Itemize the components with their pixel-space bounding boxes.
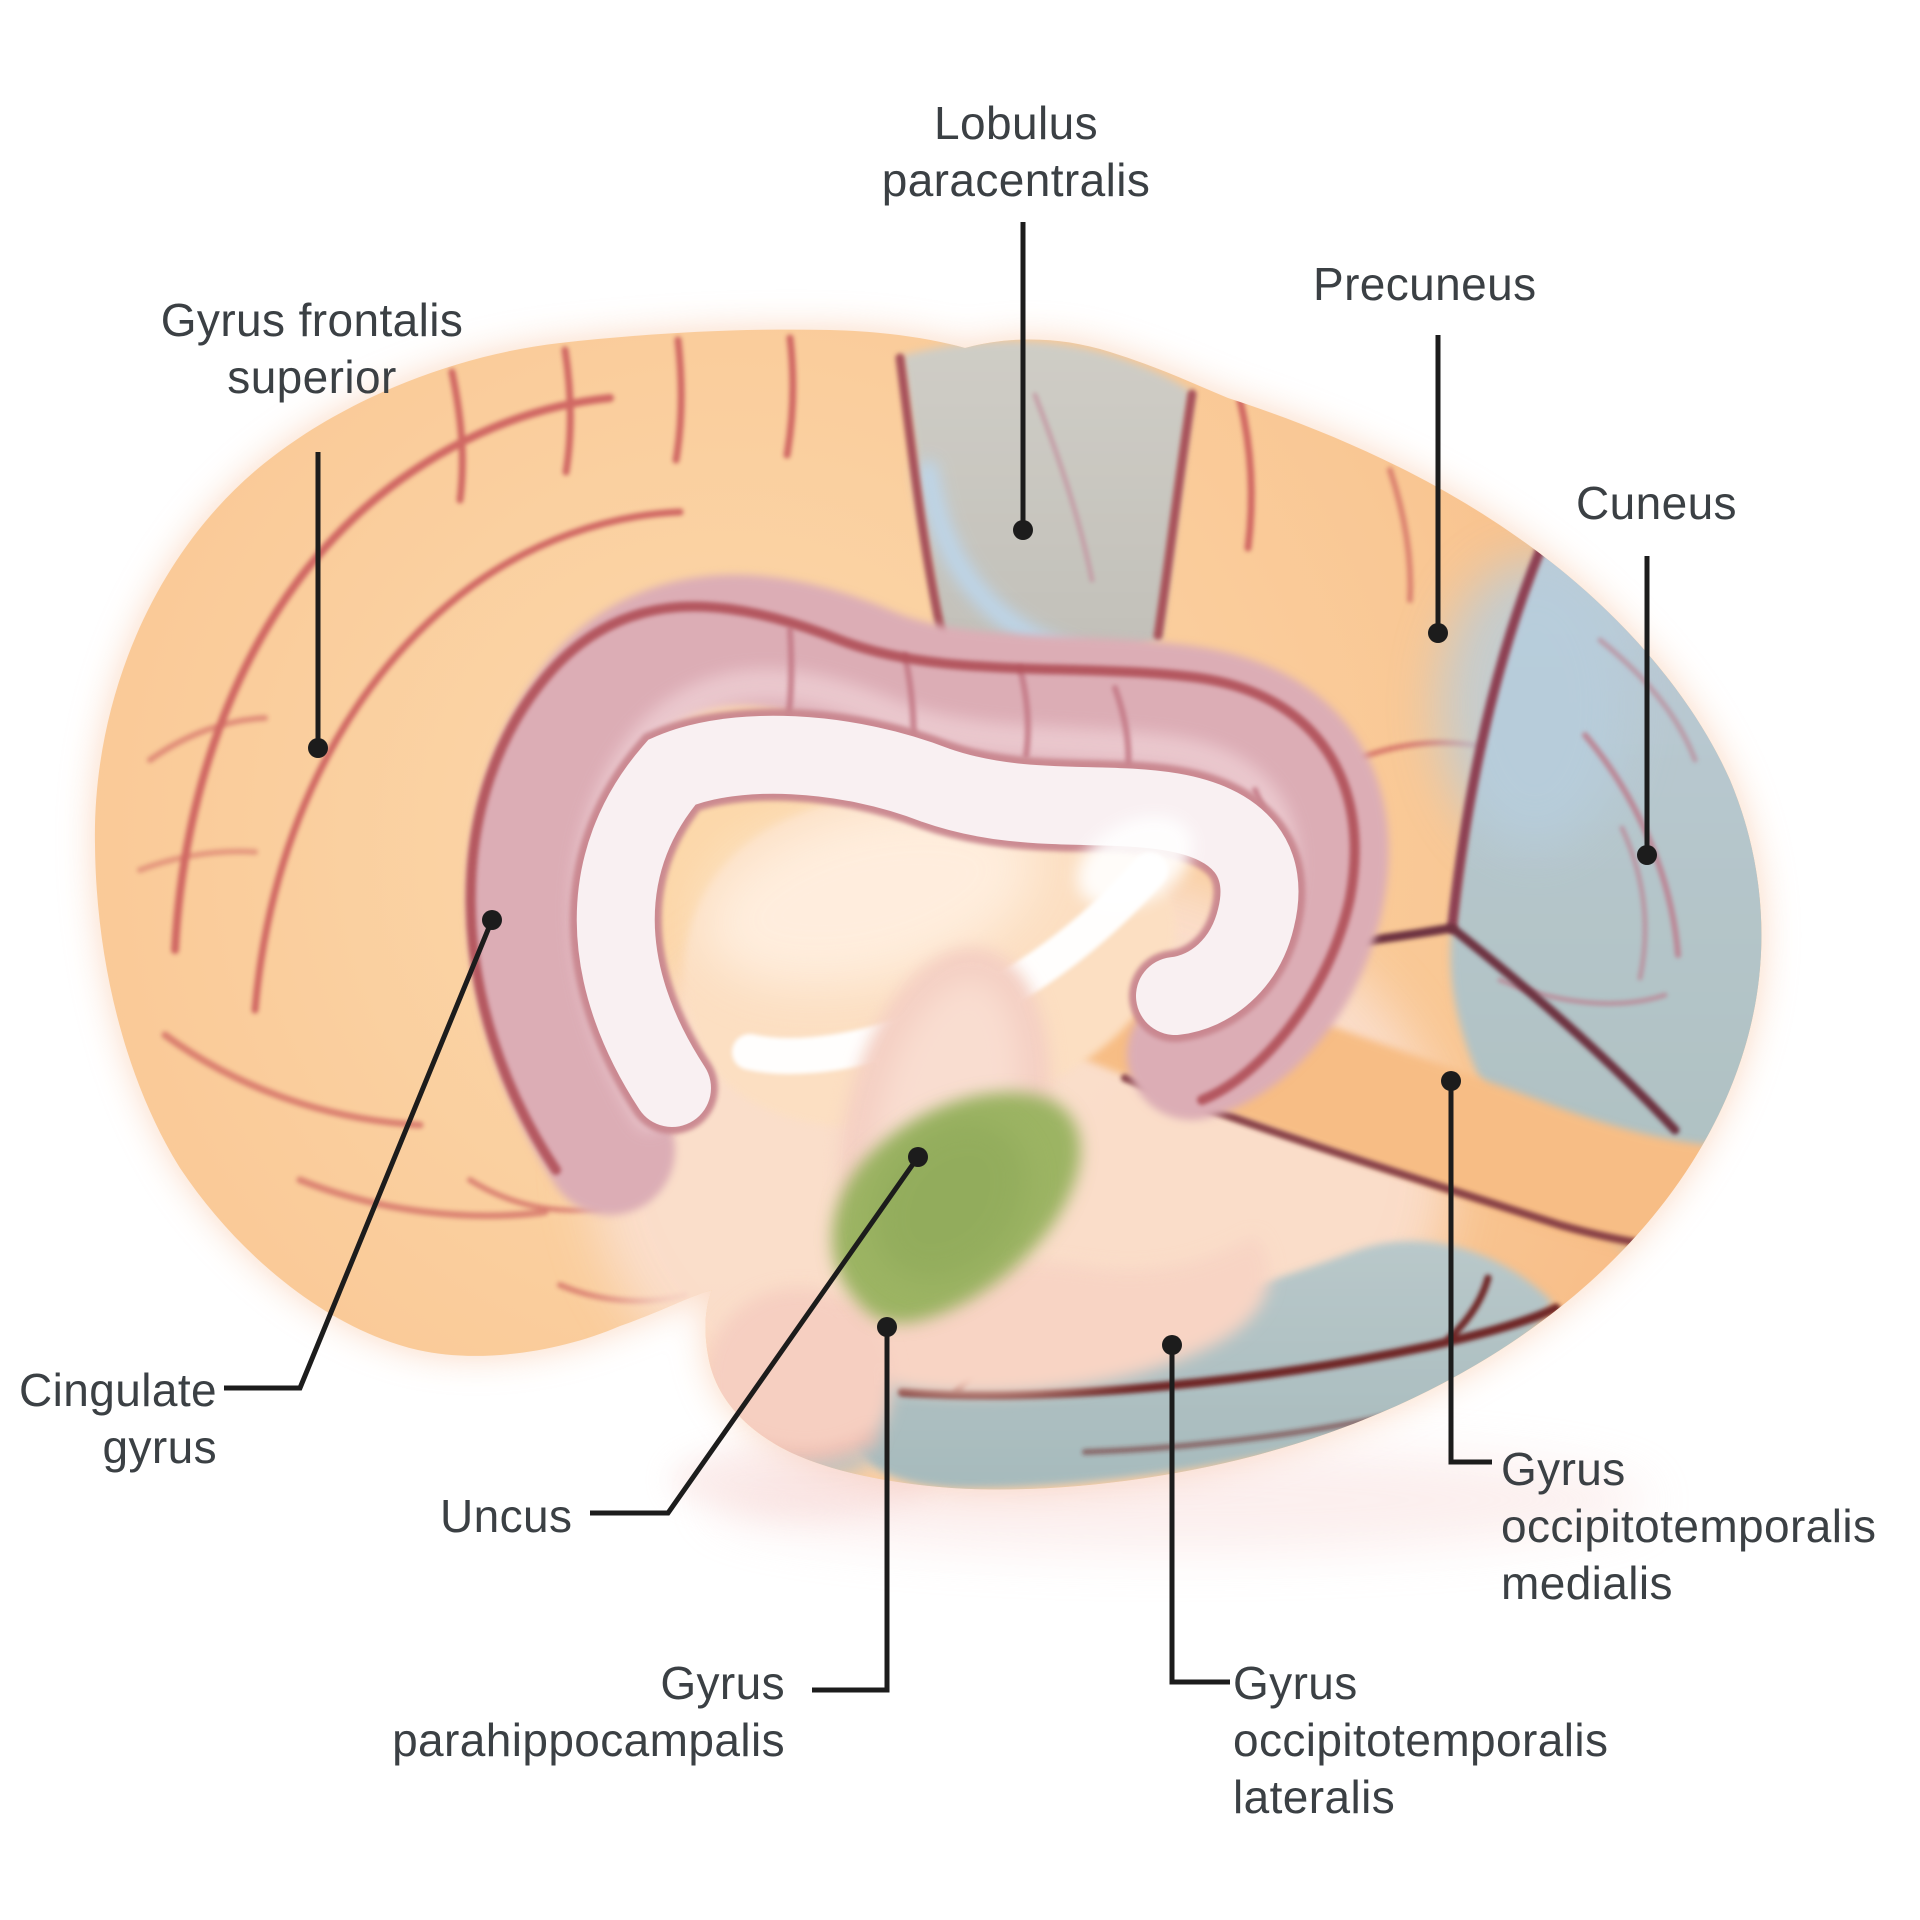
leader-gyrus-occipitotemporalis-lateralis bbox=[1162, 1335, 1230, 1685]
sulcus-line bbox=[147, 715, 268, 763]
label-lobulus-paracentralis: Lobulus paracentralis bbox=[881, 97, 1151, 206]
temporal-sulcus bbox=[897, 1303, 1561, 1400]
sulcus-line bbox=[672, 336, 685, 464]
occipital-sulcus bbox=[1597, 637, 1698, 763]
sulcus-line bbox=[561, 346, 574, 476]
sulcus-line bbox=[1387, 467, 1414, 603]
pointer-dot bbox=[308, 738, 328, 758]
sulcus-line bbox=[171, 394, 614, 954]
leader-lobulus-paracentralis bbox=[1013, 222, 1033, 540]
central-sulcus-tick bbox=[1032, 392, 1095, 583]
leader-gyrus-parahippocampalis bbox=[812, 1317, 897, 1693]
label-gyrus-occipitotemporalis-medialis: Gyrus occipitotemporalis medialis bbox=[1501, 1443, 1877, 1609]
label-uncus: Uncus bbox=[440, 1490, 573, 1542]
label-gyrus-occipitotemporalis-lateralis: Gyrus occipitotemporalis lateralis bbox=[1233, 1657, 1609, 1823]
label-cuneus: Cuneus bbox=[1576, 477, 1737, 529]
sulcus-line bbox=[1236, 396, 1255, 552]
occipital-blue-patch bbox=[1440, 560, 1630, 850]
sulcus-line bbox=[783, 334, 797, 459]
cingulate-sulcus bbox=[465, 601, 1360, 1175]
cingulate-band bbox=[467, 574, 1389, 1215]
corpus-callosum bbox=[569, 708, 1306, 1134]
sulcus-line bbox=[448, 368, 466, 504]
leader-cuneus bbox=[1637, 556, 1657, 865]
label-gyrus-parahippocampalis: Gyrus parahippocampalis bbox=[392, 1657, 785, 1766]
pointer-dot bbox=[1428, 623, 1448, 643]
leader-gyrus-occipitotemporalis-medialis bbox=[1441, 1071, 1492, 1465]
cingulate-tick bbox=[785, 627, 795, 723]
sulcus-line bbox=[296, 1176, 549, 1220]
pointer-dot bbox=[877, 1317, 897, 1337]
pointer-dot bbox=[908, 1147, 928, 1167]
pointer-dot bbox=[1441, 1071, 1461, 1091]
cingulate-tick bbox=[1017, 665, 1031, 759]
leader-line bbox=[224, 919, 495, 1391]
pointer-dot bbox=[1162, 1335, 1182, 1355]
pointer-dot bbox=[1637, 845, 1657, 865]
sulcus-line bbox=[161, 1031, 424, 1129]
lobulus-paracentralis-region bbox=[895, 341, 1197, 671]
leader-gyrus-frontalis-superior bbox=[308, 452, 328, 758]
paracentral-right-sulcus bbox=[1153, 389, 1197, 641]
leader-line bbox=[1169, 1345, 1230, 1685]
leader-line bbox=[812, 1327, 890, 1693]
label-precuneus: Precuneus bbox=[1313, 258, 1537, 310]
sulcus-line bbox=[137, 848, 258, 873]
label-gyrus-frontalis-superior: Gyrus frontalis superior bbox=[160, 294, 464, 403]
occipital-sulcus bbox=[1619, 825, 1648, 981]
temporal-gray bbox=[848, 1240, 1552, 1489]
paracentral-gray bbox=[902, 341, 1192, 671]
pointer-dot bbox=[482, 910, 502, 930]
paracentral-left-sulcus bbox=[895, 353, 949, 650]
leader-precuneus bbox=[1428, 335, 1448, 643]
corpus-callosum-white bbox=[576, 715, 1299, 1127]
occipital-sulcus bbox=[1582, 732, 1681, 958]
sulcus-line bbox=[251, 508, 684, 1014]
leader-cingulate-gyrus bbox=[224, 910, 502, 1391]
leader-lines bbox=[224, 222, 1657, 1693]
inner-highlight bbox=[703, 802, 1037, 988]
leader-line bbox=[590, 1155, 921, 1516]
leader-line bbox=[1448, 1081, 1492, 1465]
label-cingulate-gyrus: Cingulate gyrus bbox=[19, 1364, 217, 1473]
leader-uncus bbox=[590, 1147, 928, 1516]
parieto-occipital-sulcus bbox=[1447, 517, 1557, 933]
pointer-dot bbox=[1013, 520, 1033, 540]
